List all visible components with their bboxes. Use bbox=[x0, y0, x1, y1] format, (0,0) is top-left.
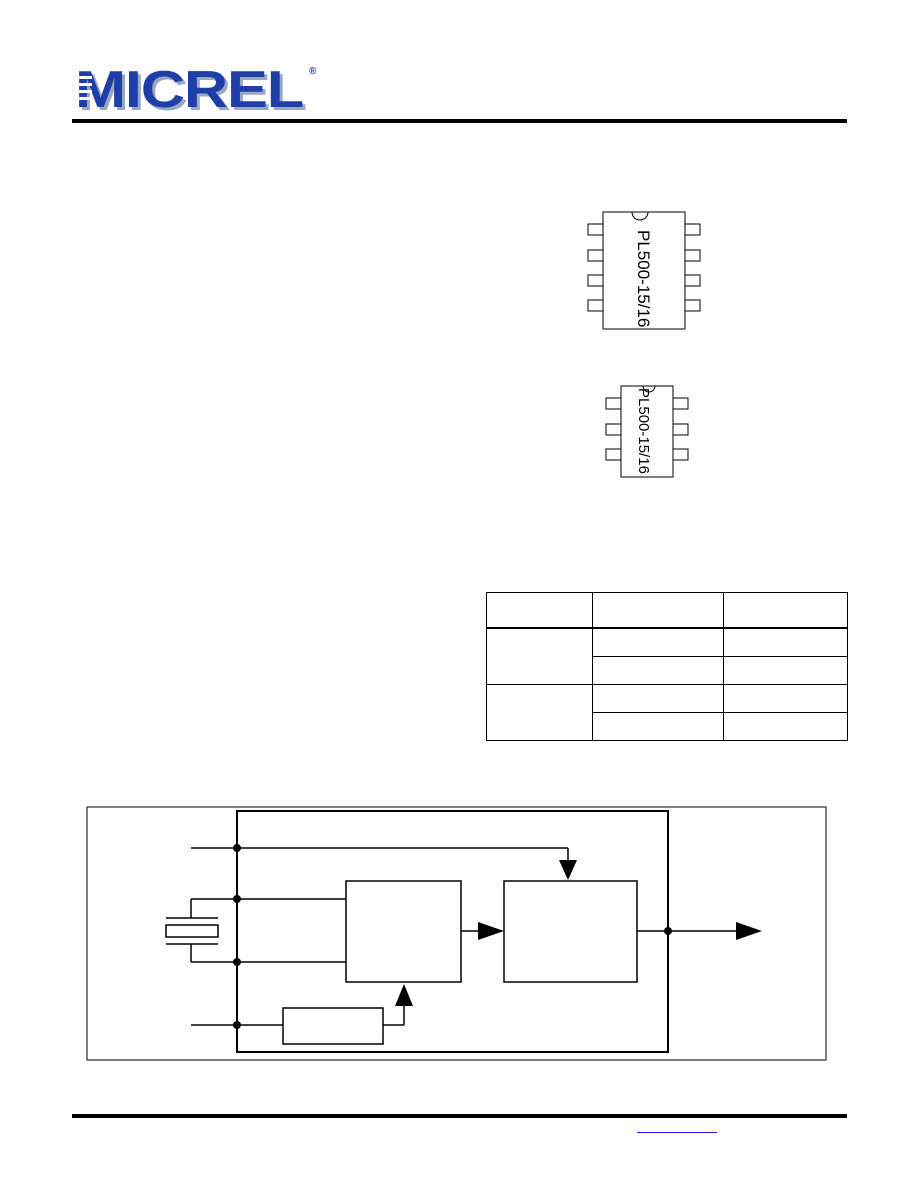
arrow-icon bbox=[478, 922, 504, 940]
table-cell bbox=[723, 684, 848, 713]
table-cell bbox=[723, 627, 848, 657]
package-8-pin: PL500-15/16 bbox=[587, 211, 701, 330]
footer-link-underline[interactable] bbox=[637, 1132, 717, 1133]
table-cell bbox=[592, 627, 724, 657]
table-cell bbox=[723, 712, 848, 741]
registered-mark: ® bbox=[309, 66, 317, 77]
header-rule bbox=[72, 119, 847, 123]
table-cell bbox=[723, 656, 848, 685]
ordering-table bbox=[486, 592, 848, 741]
table-row bbox=[487, 712, 848, 741]
table-cell bbox=[592, 712, 724, 741]
table-row bbox=[486, 627, 848, 685]
logo-shadow-text: MICREL bbox=[78, 64, 306, 118]
arrow-icon bbox=[559, 860, 577, 880]
table-header-cell bbox=[592, 592, 724, 629]
arrow-icon bbox=[736, 922, 762, 940]
logo-text: MICREL bbox=[75, 62, 303, 118]
table-group-cell bbox=[486, 684, 593, 741]
junction-dot-icon bbox=[233, 844, 672, 1029]
table-cell bbox=[592, 684, 724, 713]
logo-stripes bbox=[76, 76, 92, 100]
package-6-label: PL500-15/16 bbox=[635, 388, 652, 474]
table-header-row bbox=[486, 592, 848, 629]
crystal-icon bbox=[165, 917, 219, 945]
arrow-icon bbox=[395, 984, 413, 1006]
control-block bbox=[282, 1007, 384, 1045]
table-header-cell bbox=[723, 592, 848, 629]
package-6-pin: PL500-15/16 bbox=[605, 385, 689, 478]
table-row bbox=[486, 684, 848, 741]
oscillator-block bbox=[345, 880, 462, 983]
footer-rule bbox=[72, 1114, 847, 1118]
micrel-logo: ® MICREL MICREL bbox=[75, 62, 317, 118]
table-cell bbox=[592, 656, 724, 685]
package-8-label: PL500-15/16 bbox=[634, 230, 653, 327]
table-group-cell bbox=[486, 627, 593, 685]
table-header-cell bbox=[486, 592, 593, 629]
block-diagram bbox=[86, 806, 827, 1061]
divider-block bbox=[503, 880, 638, 983]
